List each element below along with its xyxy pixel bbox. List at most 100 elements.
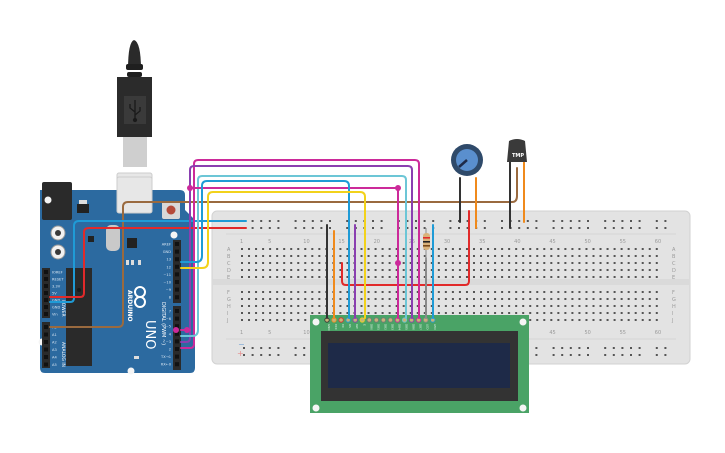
breadboard-hole[interactable] bbox=[627, 262, 630, 264]
rail-hole[interactable] bbox=[630, 220, 632, 222]
header-pin[interactable] bbox=[175, 347, 179, 351]
breadboard-hole[interactable] bbox=[648, 298, 651, 300]
breadboard-hole[interactable] bbox=[409, 269, 412, 271]
breadboard-hole[interactable] bbox=[283, 248, 286, 250]
breadboard-hole[interactable] bbox=[269, 248, 272, 250]
rail-hole[interactable] bbox=[569, 354, 572, 356]
breadboard-hole[interactable] bbox=[592, 276, 595, 278]
breadboard-hole[interactable] bbox=[290, 298, 293, 300]
breadboard-hole[interactable] bbox=[430, 269, 433, 271]
breadboard-hole[interactable] bbox=[592, 269, 595, 271]
breadboard-hole[interactable] bbox=[290, 319, 293, 321]
breadboard-hole[interactable] bbox=[374, 255, 377, 257]
breadboard-hole[interactable] bbox=[494, 255, 497, 257]
header-pin[interactable] bbox=[175, 354, 179, 359]
breadboard-hole[interactable] bbox=[536, 248, 539, 250]
breadboard-hole[interactable] bbox=[339, 291, 342, 293]
breadboard-hole[interactable] bbox=[627, 255, 630, 257]
breadboard-hole[interactable] bbox=[585, 312, 588, 314]
breadboard-hole[interactable] bbox=[318, 269, 321, 271]
breadboard-hole[interactable] bbox=[339, 298, 342, 300]
lcd-pin[interactable] bbox=[366, 317, 372, 323]
breadboard-hole[interactable] bbox=[444, 291, 447, 293]
breadboard-hole[interactable] bbox=[276, 298, 279, 300]
breadboard-hole[interactable] bbox=[571, 312, 574, 314]
rail-hole[interactable] bbox=[604, 347, 607, 349]
rail-hole[interactable] bbox=[423, 227, 426, 229]
header-pin[interactable] bbox=[44, 284, 48, 288]
breadboard-hole[interactable] bbox=[339, 276, 342, 278]
breadboard-hole[interactable] bbox=[388, 276, 391, 278]
wire-magenta-d2[interactable] bbox=[180, 159, 420, 349]
breadboard-hole[interactable] bbox=[543, 248, 546, 250]
breadboard-hole[interactable] bbox=[543, 262, 546, 264]
breadboard-hole[interactable] bbox=[627, 298, 630, 300]
rail-hole[interactable] bbox=[535, 220, 538, 222]
breadboard-hole[interactable] bbox=[269, 298, 272, 300]
header-pin[interactable] bbox=[175, 242, 179, 246]
breadboard-hole[interactable] bbox=[304, 269, 307, 271]
header-pin[interactable] bbox=[44, 312, 48, 316]
header-pin[interactable] bbox=[175, 264, 179, 269]
breadboard-hole[interactable] bbox=[451, 255, 454, 257]
breadboard-hole[interactable] bbox=[416, 248, 419, 250]
rail-hole[interactable] bbox=[466, 220, 469, 222]
rail-hole[interactable] bbox=[578, 347, 581, 349]
breadboard-hole[interactable] bbox=[381, 255, 384, 257]
breadboard-hole[interactable] bbox=[627, 305, 630, 307]
breadboard-hole[interactable] bbox=[634, 298, 637, 300]
breadboard-hole[interactable] bbox=[290, 248, 293, 250]
breadboard-hole[interactable] bbox=[297, 319, 300, 321]
breadboard-hole[interactable] bbox=[613, 319, 616, 321]
rail-hole[interactable] bbox=[380, 220, 383, 222]
breadboard-hole[interactable] bbox=[241, 276, 243, 278]
breadboard-hole[interactable] bbox=[318, 255, 321, 257]
breadboard-hole[interactable] bbox=[248, 276, 251, 278]
breadboard-hole[interactable] bbox=[578, 248, 581, 250]
breadboard-hole[interactable] bbox=[255, 319, 258, 321]
breadboard-hole[interactable] bbox=[451, 312, 454, 314]
breadboard-hole[interactable] bbox=[465, 269, 468, 271]
breadboard-hole[interactable] bbox=[297, 269, 300, 271]
breadboard-hole[interactable] bbox=[458, 312, 461, 314]
header-pin[interactable] bbox=[175, 295, 179, 300]
breadboard-hole[interactable] bbox=[536, 312, 539, 314]
breadboard-hole[interactable] bbox=[564, 276, 567, 278]
breadboard-hole[interactable] bbox=[536, 269, 539, 271]
breadboard-hole[interactable] bbox=[550, 291, 553, 293]
breadboard-hole[interactable] bbox=[360, 276, 363, 278]
breadboard-hole[interactable] bbox=[360, 291, 363, 293]
breadboard-hole[interactable] bbox=[501, 276, 504, 278]
header-pin[interactable] bbox=[44, 325, 48, 329]
rail-hole[interactable] bbox=[630, 354, 632, 356]
breadboard-hole[interactable] bbox=[571, 305, 574, 307]
breadboard-hole[interactable] bbox=[255, 276, 258, 278]
breadboard-hole[interactable] bbox=[374, 291, 377, 293]
breadboard-hole[interactable] bbox=[430, 276, 433, 278]
breadboard-hole[interactable] bbox=[585, 319, 588, 321]
header-pin[interactable] bbox=[175, 309, 179, 313]
breadboard-hole[interactable] bbox=[339, 248, 342, 250]
rail-hole[interactable] bbox=[587, 354, 589, 356]
breadboard-hole[interactable] bbox=[465, 255, 468, 257]
breadboard-hole[interactable] bbox=[451, 262, 454, 264]
breadboard-hole[interactable] bbox=[522, 276, 525, 278]
breadboard-hole[interactable] bbox=[641, 276, 644, 278]
breadboard-hole[interactable] bbox=[515, 276, 518, 278]
breadboard-hole[interactable] bbox=[346, 298, 349, 300]
breadboard-hole[interactable] bbox=[543, 305, 546, 307]
rail-hole[interactable] bbox=[449, 227, 452, 229]
breadboard-hole[interactable] bbox=[620, 298, 623, 300]
breadboard-hole[interactable] bbox=[557, 255, 560, 257]
breadboard-hole[interactable] bbox=[641, 255, 644, 257]
breadboard-hole[interactable] bbox=[269, 291, 272, 293]
breadboard-hole[interactable] bbox=[472, 291, 475, 293]
breadboard-hole[interactable] bbox=[388, 255, 391, 257]
breadboard-hole[interactable] bbox=[381, 262, 384, 264]
breadboard-hole[interactable] bbox=[515, 248, 518, 250]
breadboard-hole[interactable] bbox=[402, 312, 405, 314]
breadboard-hole[interactable] bbox=[276, 305, 279, 307]
breadboard-hole[interactable] bbox=[367, 276, 370, 278]
breadboard-hole[interactable] bbox=[297, 312, 300, 314]
breadboard-hole[interactable] bbox=[311, 291, 314, 293]
